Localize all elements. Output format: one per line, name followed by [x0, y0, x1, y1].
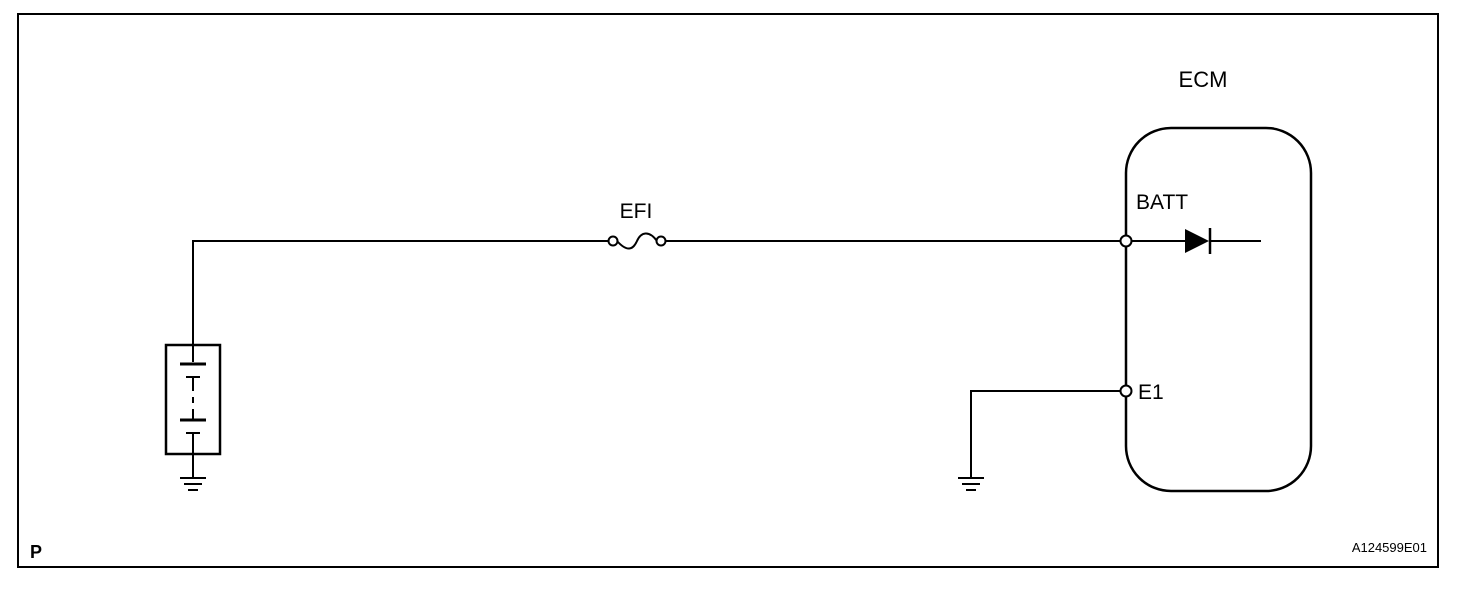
battery-ground-icon: [180, 454, 206, 491]
figure-id: A124599E01: [1352, 540, 1427, 555]
ecm-box: [1124, 126, 1313, 493]
batt-terminal-label: BATT: [1136, 191, 1188, 214]
ecm-label: ECM: [1179, 67, 1228, 92]
e1-terminal-label: E1: [1138, 381, 1164, 404]
ecm-ground-icon: [958, 477, 984, 491]
ground-wire: [970, 390, 1120, 477]
diode-icon: [1132, 228, 1261, 254]
diagram-frame: [17, 13, 1439, 568]
e1-terminal: [1119, 384, 1133, 398]
efi-fuse-icon: [607, 232, 667, 250]
corner-label: P: [30, 542, 42, 562]
supply-wire: [192, 240, 609, 345]
efi-fuse-label: EFI: [620, 200, 653, 223]
batt-terminal: [1119, 234, 1133, 248]
battery-icon: [164, 343, 222, 456]
